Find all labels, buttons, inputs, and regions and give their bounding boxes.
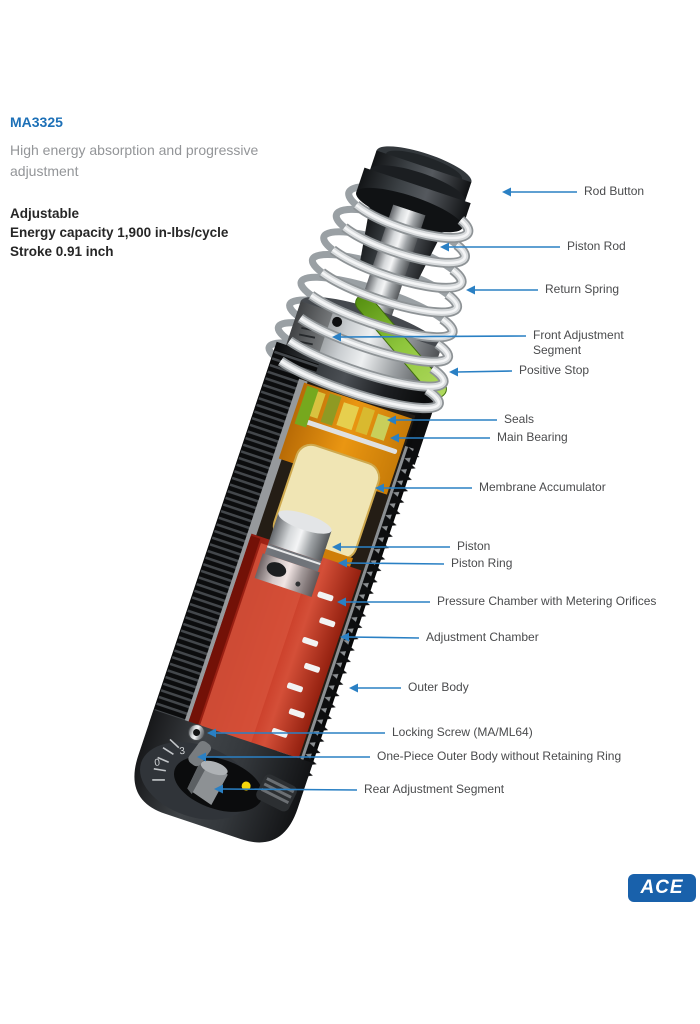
part-label-rod-button: Rod Button bbox=[584, 184, 645, 198]
dial-number-3: 3 bbox=[179, 746, 186, 758]
return-spring-art bbox=[277, 201, 474, 414]
piston-art bbox=[254, 510, 332, 597]
ace-logo: ACE bbox=[628, 874, 696, 902]
ace-logo-text: ACE bbox=[640, 877, 684, 898]
rear-cap-art: 3 0 bbox=[134, 709, 313, 843]
part-label-main-bearing: Main Bearing bbox=[497, 430, 568, 444]
product-specs: Adjustable Energy capacity 1,900 in-lbs/… bbox=[10, 204, 310, 261]
rear-adjustment-segment-art bbox=[187, 759, 228, 805]
product-header: MA3325 High energy absorption and progre… bbox=[10, 114, 310, 261]
part-label-return-spring: Return Spring bbox=[545, 282, 620, 296]
metering-orifices-art bbox=[271, 591, 336, 761]
part-label-rear-adjustment-segment: Rear Adjustment Segment bbox=[364, 782, 505, 796]
part-label-locking-screw-ma-ml64: Locking Screw (MA/ML64) bbox=[392, 725, 533, 739]
part-label-piston-ring: Piston Ring bbox=[451, 556, 513, 570]
spec-energy-capacity: Energy capacity 1,900 in-lbs/cycle bbox=[10, 225, 229, 240]
spec-stroke: Stroke 0.91 inch bbox=[10, 244, 114, 259]
part-label-one-piece-outer-body-without-retaining-ring: One-Piece Outer Body without Retaining R… bbox=[377, 749, 622, 763]
part-label-pressure-chamber-with-metering-orifices: Pressure Chamber with Metering Orifices bbox=[437, 594, 657, 608]
dial-number-0: 0 bbox=[154, 757, 161, 769]
part-label-piston: Piston bbox=[457, 539, 491, 553]
product-model: MA3325 bbox=[10, 114, 63, 130]
part-label-outer-body: Outer Body bbox=[408, 680, 469, 694]
part-label-piston-rod: Piston Rod bbox=[567, 239, 626, 253]
part-label-adjustment-chamber: Adjustment Chamber bbox=[426, 630, 539, 644]
part-label-front-adjustment-segment: Front Adjustment Segment bbox=[533, 328, 624, 357]
spec-adjustable: Adjustable bbox=[10, 206, 80, 221]
part-label-seals: Seals bbox=[504, 412, 535, 426]
product-description: High energy absorption and progressive a… bbox=[10, 142, 259, 179]
part-label-positive-stop: Positive Stop bbox=[519, 363, 590, 377]
rear-dial-art: 3 0 bbox=[152, 738, 186, 781]
device-group: 3 0 bbox=[134, 146, 474, 843]
pressure-chamber-art bbox=[183, 533, 362, 773]
part-label-membrane-accumulator: Membrane Accumulator bbox=[479, 480, 606, 494]
